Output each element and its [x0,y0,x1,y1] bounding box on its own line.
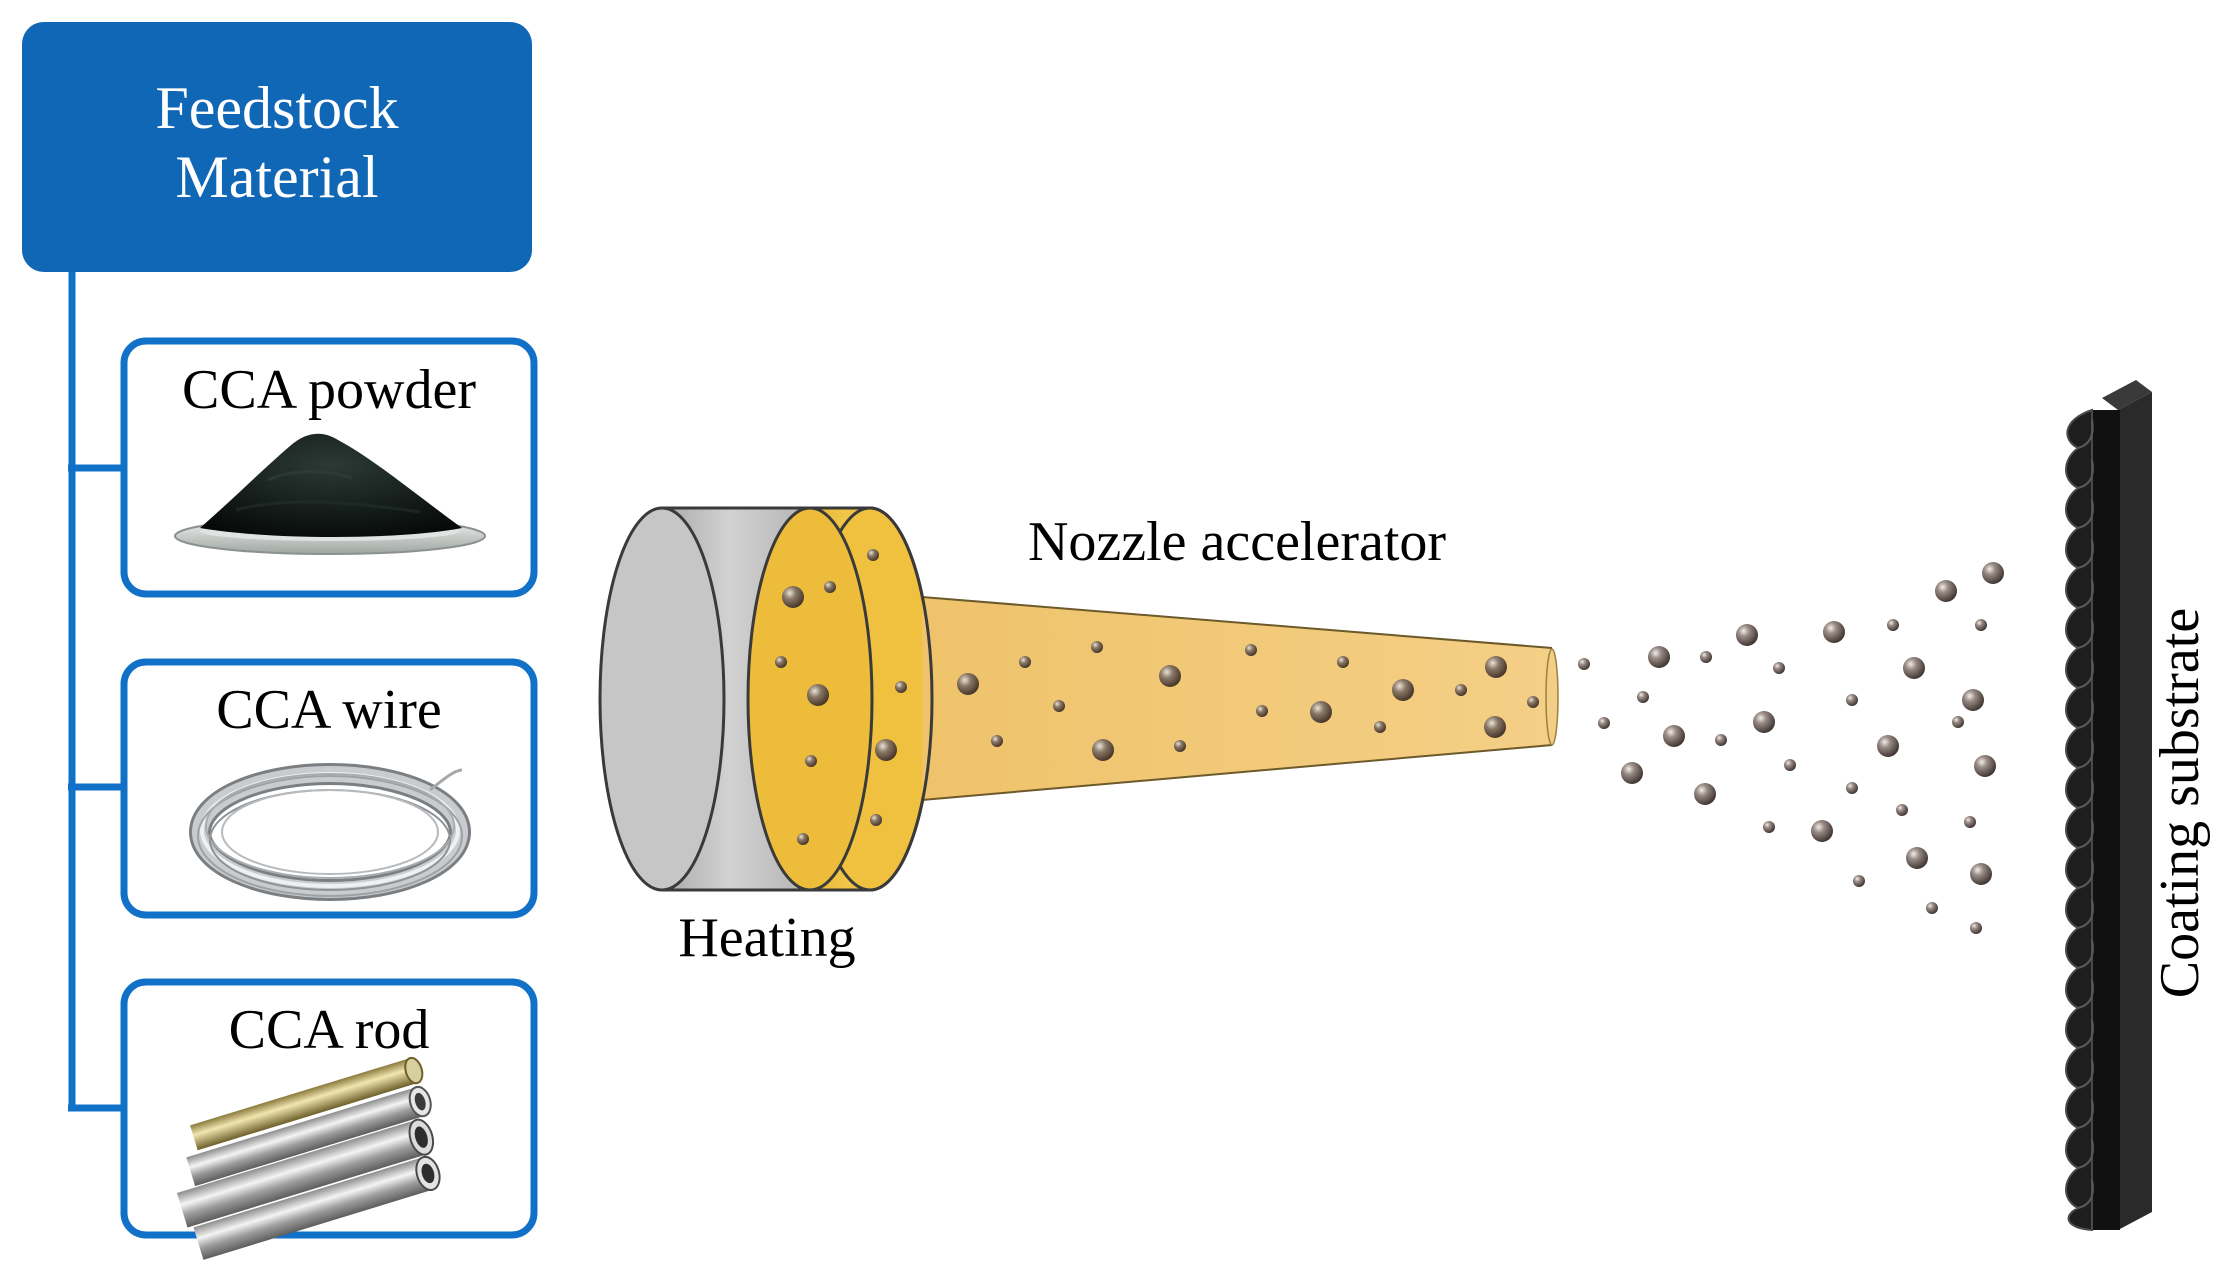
feedstock-connector [68,272,124,1112]
material-card-rod: CCA rod [120,978,538,1260]
feedstock-title-line2: Material [175,144,378,210]
coating-substrate [2065,380,2152,1232]
nozzle-accelerator [869,506,1559,892]
nozzle-particles [957,641,1539,761]
heating-label: Heating [678,907,855,969]
feedstock-header: Feedstock Material [22,22,532,272]
material-card-powder: CCA powder [120,337,538,598]
material-label-rod: CCA rod [229,999,430,1061]
coating-layer [2065,408,2094,1232]
material-card-wire: CCA wire [120,658,538,919]
powder-pile-icon [174,433,486,555]
material-label-powder: CCA powder [182,359,476,421]
wire-coil-icon [189,763,471,901]
heated-particles [775,549,907,845]
feedstock-title-line1: Feedstock [155,75,398,141]
coating-substrate-label: Coating substrate [2149,608,2211,998]
rod-bundle-icon [176,1056,441,1260]
material-label-wire: CCA wire [216,679,442,741]
spray-particles [1578,562,2004,934]
nozzle-accelerator-label: Nozzle accelerator [1028,511,1446,573]
heating-unit [598,506,934,892]
